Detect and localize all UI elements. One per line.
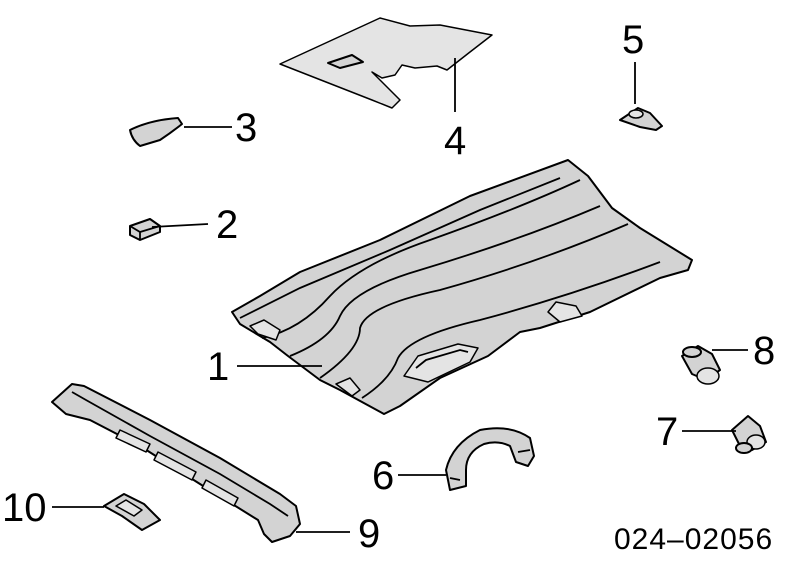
callout-3: 3 [235, 106, 257, 150]
leader-2 [151, 223, 209, 228]
callout-labels: 1 2 3 4 5 6 7 8 9 10 [2, 18, 775, 556]
leader-lines [52, 58, 748, 533]
part-4-insulation-mat[interactable] [279, 17, 493, 109]
callout-6: 6 [372, 454, 394, 498]
callout-1: 1 [207, 345, 229, 389]
part-8-cylinder-clip[interactable] [681, 345, 721, 385]
part-6-grab-handle[interactable] [445, 427, 535, 491]
part-5-bracket[interactable] [619, 107, 663, 131]
callout-7: 7 [656, 410, 678, 454]
part-9-trim-rail[interactable] [51, 383, 301, 543]
callout-4: 4 [444, 119, 466, 163]
part-3-cover-cap[interactable] [129, 117, 183, 147]
part-10-pad[interactable] [103, 493, 161, 531]
callout-9: 9 [358, 512, 380, 556]
callout-10: 10 [2, 486, 47, 530]
part-7-plug-clip[interactable] [731, 415, 767, 454]
callout-8: 8 [753, 329, 775, 373]
part-1-headliner[interactable] [231, 159, 693, 415]
callout-2: 2 [216, 203, 238, 247]
callout-5: 5 [622, 18, 644, 62]
part-2-clip[interactable] [129, 218, 161, 241]
document-number: 024–02056 [614, 523, 773, 556]
